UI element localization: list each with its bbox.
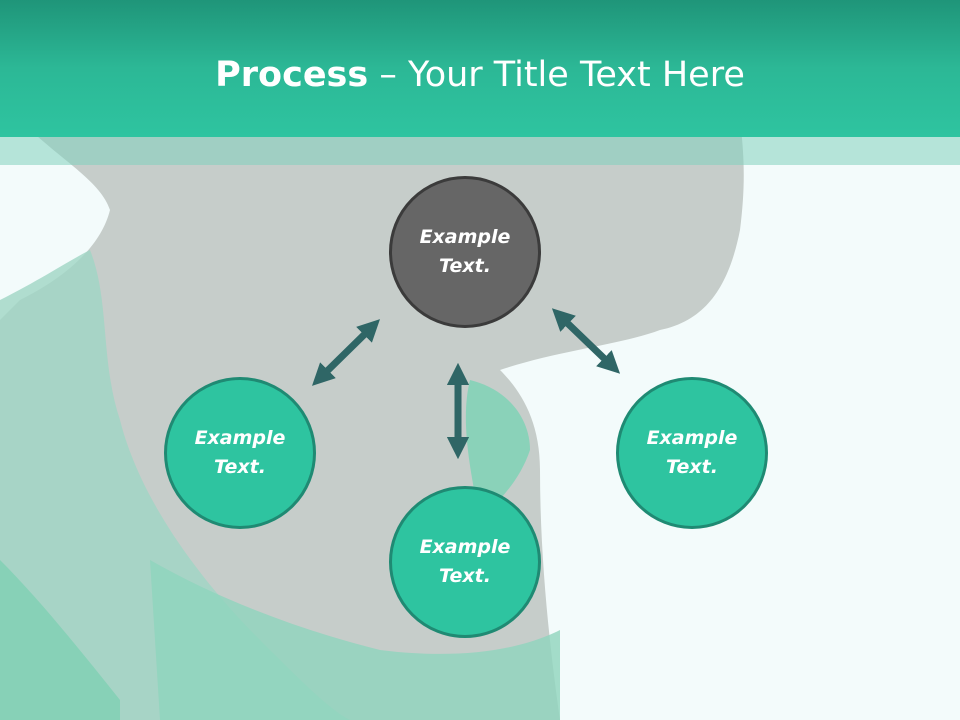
node-right-text: Example Text.: [646, 427, 738, 478]
header-bar: [0, 0, 960, 137]
node-left-text: Example Text.: [194, 427, 286, 478]
node-left: Example Text.: [164, 377, 316, 529]
node-bottom-text: Example Text.: [419, 536, 511, 587]
title-rest: – Your Title Text Here: [368, 55, 745, 95]
fur-texture: [150, 560, 560, 720]
title-bold: Process: [215, 55, 369, 95]
fur-texture: [465, 380, 530, 520]
node-bottom: Example Text.: [389, 486, 541, 638]
node-center-text: Example Text.: [419, 226, 511, 277]
node-center: Example Text.: [389, 176, 541, 328]
fur-texture: [0, 250, 350, 720]
node-right: Example Text.: [616, 377, 768, 529]
header-strip: [0, 137, 960, 165]
page-title: Process – Your Title Text Here: [0, 52, 960, 98]
fur-texture: [0, 560, 120, 720]
